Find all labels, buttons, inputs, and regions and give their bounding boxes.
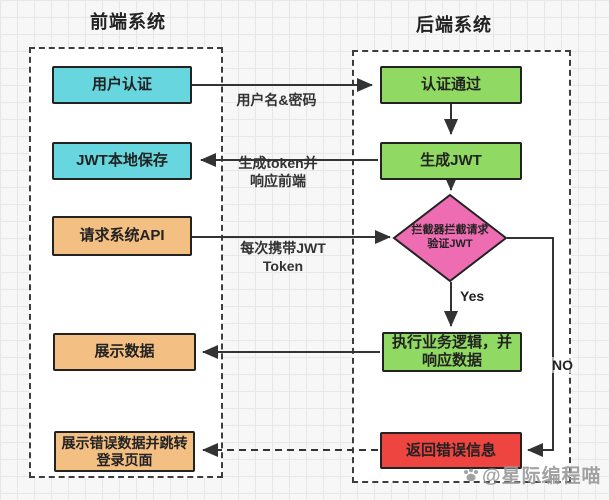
edge-label-username-password: 用户名&密码: [236, 92, 317, 108]
node-interceptor-line2: 验证JWT: [427, 238, 473, 250]
node-gen-jwt-label: 生成JWT: [420, 152, 482, 169]
edge-label-gen-token-line2: 响应前端: [250, 172, 306, 189]
node-auth-pass-label: 认证通过: [420, 76, 481, 93]
edge-label-gen-token: 生成token并 响应前端: [228, 155, 328, 190]
node-request-api: 请求系统API: [52, 216, 192, 256]
frontend-lane: [29, 47, 223, 478]
node-user-auth-label: 用户认证: [91, 76, 152, 93]
edge-label-carry-jwt-line2: Token: [262, 257, 304, 274]
edge-label-carry-jwt: 每次携带JWT Token: [232, 240, 334, 275]
node-exec-logic-line2: 响应数据: [421, 352, 482, 369]
node-interceptor-decision: 拦截器拦截请求 验证JWT: [391, 192, 509, 284]
node-exec-logic: 执行业务逻辑，并 响应数据: [382, 332, 522, 372]
node-exec-logic-line1: 执行业务逻辑，并: [391, 334, 512, 351]
watermark-text: @星际编程喵: [482, 466, 602, 487]
node-show-error-label: 展示错误数据并跳转登录页面: [61, 434, 188, 468]
node-return-error: 返回错误信息: [380, 432, 522, 469]
node-jwt-save-label: JWT本地保存: [76, 152, 168, 169]
node-jwt-save: JWT本地保存: [52, 142, 192, 180]
backend-column-title: 后端系统: [416, 15, 492, 35]
edge-label-carry-jwt-line1: 每次携带JWT: [240, 240, 326, 256]
node-show-data-label: 展示数据: [94, 343, 155, 360]
branch-label-no: NO: [552, 357, 573, 373]
edge-label-gen-token-line1: 生成token并: [238, 155, 318, 171]
watermark: @星际编程喵: [462, 461, 602, 488]
decision-diamond-shape: [392, 193, 508, 283]
node-gen-jwt: 生成JWT: [380, 142, 522, 180]
node-request-api-label: 请求系统API: [79, 227, 165, 244]
node-user-auth: 用户认证: [52, 66, 192, 104]
node-interceptor-line1: 拦截器拦截请求: [411, 224, 489, 237]
paw-icon: [464, 467, 478, 481]
branch-label-yes: Yes: [460, 288, 485, 304]
node-auth-pass: 认证通过: [380, 66, 522, 104]
node-show-error: 展示错误数据并跳转登录页面: [54, 431, 195, 472]
node-interceptor-label: 拦截器拦截请求 验证JWT: [391, 192, 509, 284]
node-show-data: 展示数据: [53, 333, 196, 371]
frontend-column-title: 前端系统: [90, 12, 166, 32]
node-return-error-label: 返回错误信息: [405, 441, 496, 459]
